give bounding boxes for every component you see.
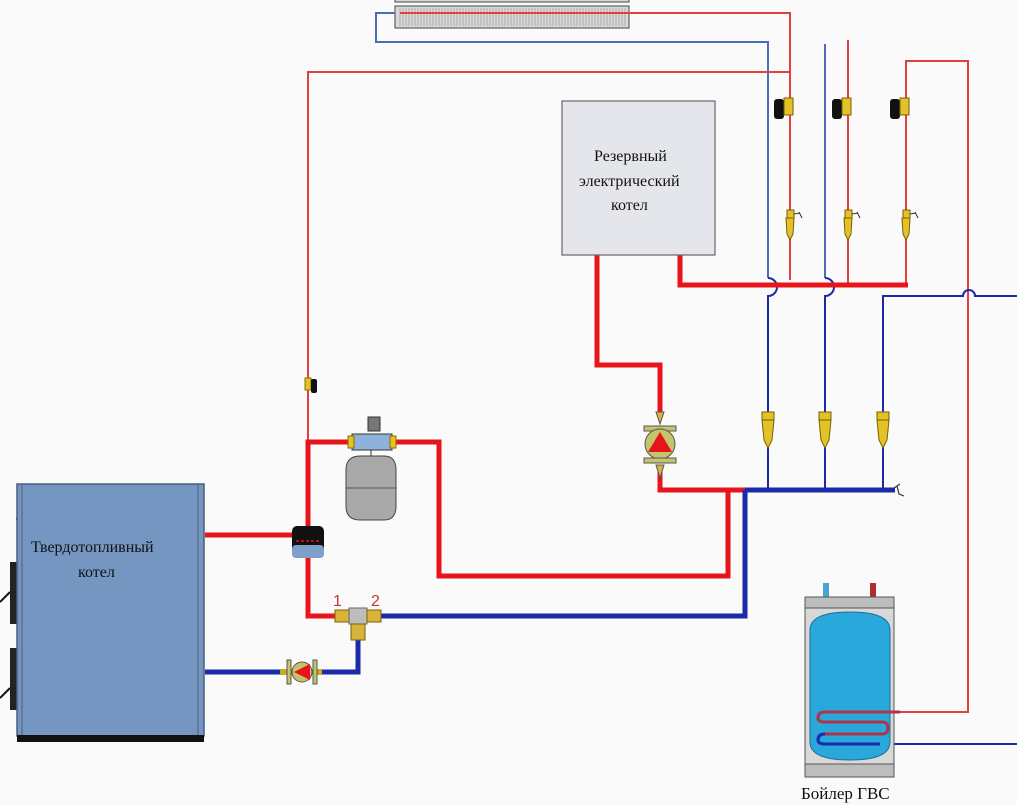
ball-valve-icon bbox=[901, 209, 919, 242]
circulation-pump-solid bbox=[280, 659, 322, 685]
thick-pipes bbox=[205, 255, 908, 675]
circulation-pump-electric bbox=[643, 411, 677, 480]
thermostatic-heads bbox=[774, 97, 910, 119]
crossover-1 bbox=[767, 277, 778, 490]
return-branch-3 bbox=[882, 289, 1017, 490]
expansion-tank bbox=[345, 416, 397, 521]
radiator bbox=[394, 0, 630, 29]
three-way-valve: 1 2 bbox=[333, 593, 382, 641]
return-valve-icon bbox=[761, 411, 775, 450]
electric-boiler-label-line1: Резервный bbox=[594, 148, 667, 165]
hydraulic-separator bbox=[292, 526, 324, 558]
supply-manifold bbox=[677, 255, 908, 288]
thermostatic-head-icon bbox=[774, 97, 794, 119]
left-riser-pipe bbox=[307, 71, 790, 440]
solid-fuel-boiler-label-line1: Твердотопливный bbox=[31, 539, 154, 556]
thermostatic-head-icon bbox=[890, 97, 910, 119]
dhw-tank-label: Бойлер ГВС bbox=[801, 784, 890, 803]
dhw-coil-cold bbox=[816, 732, 880, 746]
solid-fuel-boiler-label-line2: котел bbox=[78, 564, 115, 581]
radiator-fins bbox=[399, 8, 626, 26]
return-valves bbox=[761, 411, 890, 450]
return-valve-icon bbox=[818, 411, 832, 450]
air-vent bbox=[304, 377, 317, 393]
radiator-return-pipe bbox=[375, 12, 769, 278]
dhw-tank: Бойлер ГВС bbox=[801, 583, 900, 803]
thin-pipes bbox=[307, 12, 1017, 745]
valve-to-pump bbox=[320, 640, 361, 675]
return-down bbox=[380, 490, 748, 619]
junction-loop bbox=[384, 439, 731, 579]
drain-tap-icon bbox=[893, 483, 905, 497]
solid-fuel-boiler: Твердотопливный котел bbox=[0, 483, 205, 742]
valve-port-1-label: 1 bbox=[333, 593, 342, 610]
ball-valve-icon bbox=[785, 209, 803, 242]
pump-to-junction bbox=[657, 470, 745, 493]
electric-boiler-label-line2: электрический bbox=[579, 173, 680, 190]
electric-boiler-supply bbox=[594, 255, 663, 412]
return-valve-icon bbox=[876, 411, 890, 450]
supply-ball-valves bbox=[785, 209, 919, 242]
riser-3-supply bbox=[880, 60, 969, 713]
crossover-2 bbox=[824, 277, 835, 490]
dhw-coil-hot bbox=[816, 710, 900, 736]
ball-valve-icon bbox=[843, 209, 861, 242]
radiator-supply-pipe bbox=[400, 12, 791, 280]
electric-boiler-label-line3: котел bbox=[611, 197, 648, 214]
electric-boiler: Резервный электрический котел bbox=[561, 100, 716, 256]
valve-port-2-label: 2 bbox=[371, 593, 380, 610]
thermostatic-head-icon bbox=[832, 97, 852, 119]
